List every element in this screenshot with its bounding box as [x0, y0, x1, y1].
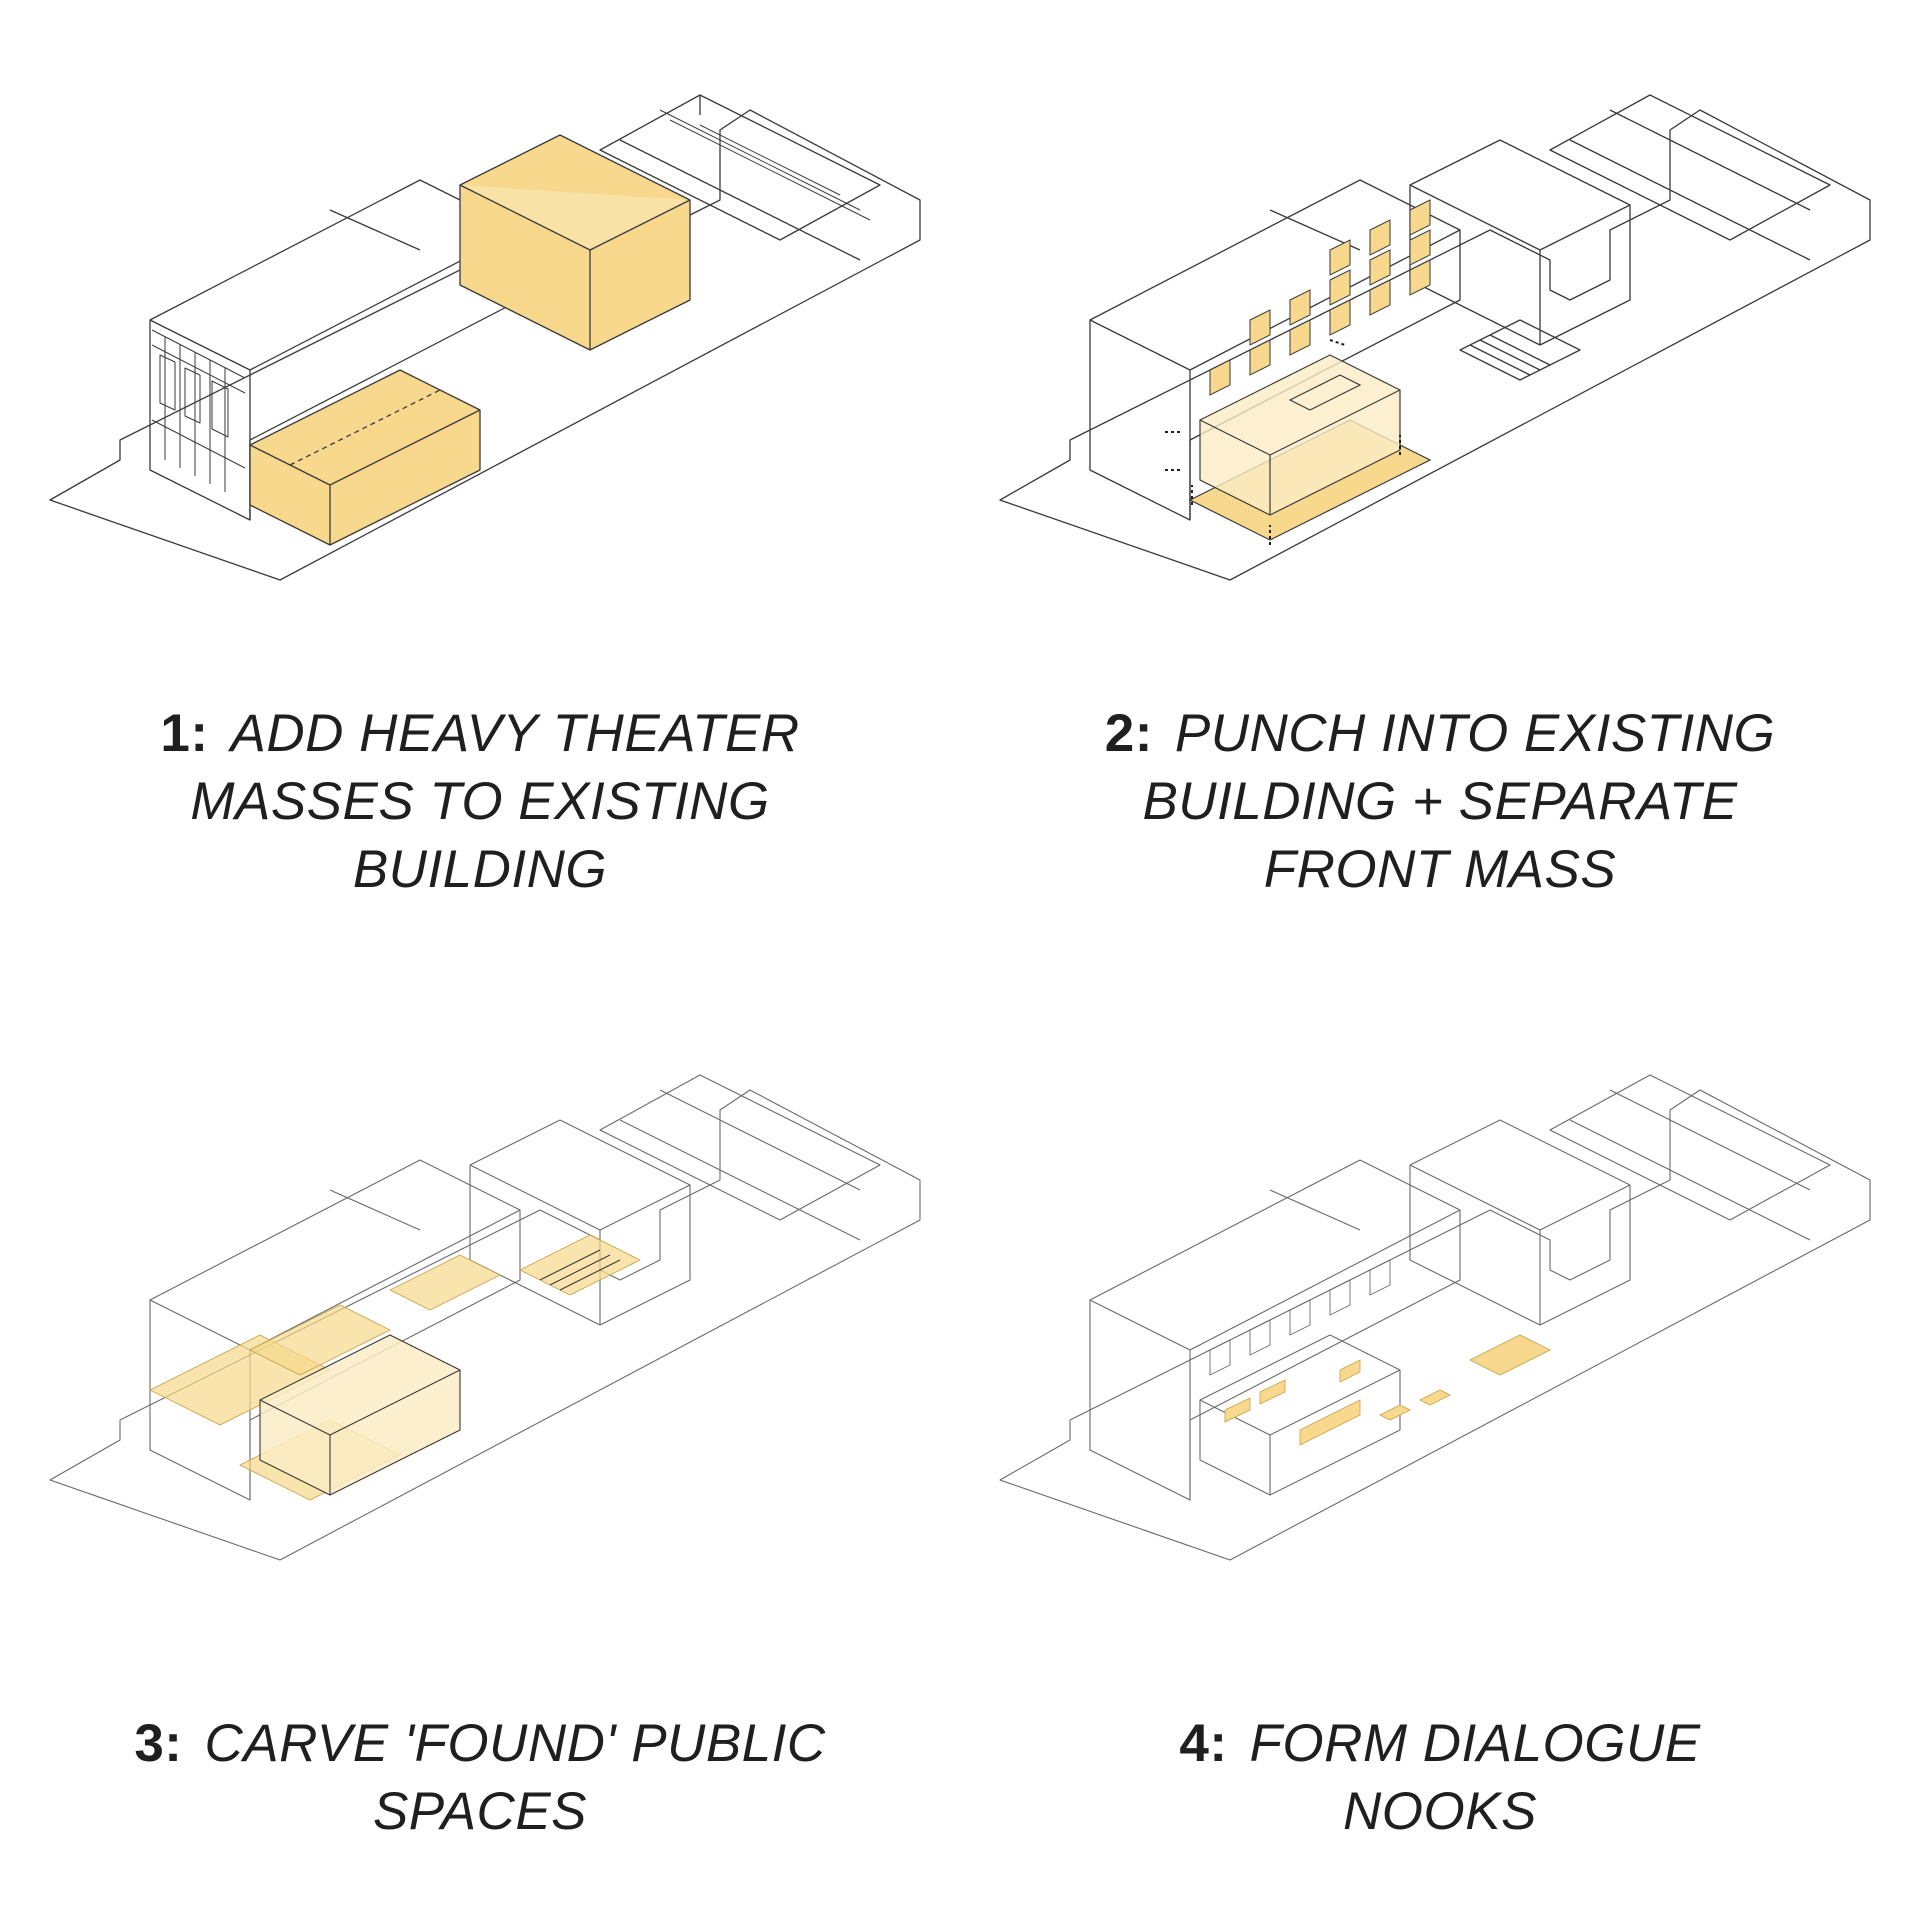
site-outline	[49, 1089, 921, 1561]
caption-line: NOOKS	[1343, 1782, 1537, 1841]
existing-building	[1089, 1159, 1461, 1501]
caption-line: FRONT MASS	[1263, 840, 1617, 899]
caption-text: CARVE 'FOUND' PUBLIC	[204, 1714, 826, 1773]
caption-line: BUILDING + SEPARATE	[1142, 772, 1738, 831]
caption-text: ADD HEAVY THEATER	[230, 704, 800, 763]
caption-text: PUNCH INTO EXISTING	[1174, 704, 1776, 763]
step-1-caption: 1: ADD HEAVY THEATER MASSES TO EXISTING B…	[0, 700, 960, 904]
site-outline	[999, 109, 1871, 581]
caption-line: MASSES TO EXISTING	[190, 772, 770, 831]
step-number: 3:	[134, 1714, 183, 1773]
step-3-panel: 3: CARVE 'FOUND' PUBLIC SPACES	[0, 960, 960, 1920]
front-theater-mass	[249, 369, 481, 546]
step-3-caption: 3: CARVE 'FOUND' PUBLIC SPACES	[0, 1710, 960, 1846]
front-mass	[259, 1334, 461, 1496]
step-number: 1:	[160, 704, 209, 763]
front-mass	[1199, 354, 1401, 516]
existing-building	[149, 179, 521, 521]
caption-line: SPACES	[372, 1782, 588, 1841]
step-4-caption: 4: FORM DIALOGUE NOOKS	[960, 1710, 1920, 1846]
step-number: 4:	[1179, 1714, 1228, 1773]
neighbor-building	[1549, 1074, 1831, 1241]
caption-text: FORM DIALOGUE	[1249, 1714, 1701, 1773]
caption-line: 1: ADD HEAVY THEATER	[0, 700, 960, 768]
caption-line: 4: FORM DIALOGUE	[960, 1710, 1920, 1778]
step-4-panel: 4: FORM DIALOGUE NOOKS	[960, 960, 1920, 1920]
step-1-axonometric-drawing	[49, 94, 921, 581]
step-2-caption: 2: PUNCH INTO EXISTING BUILDING + SEPARAT…	[960, 700, 1920, 904]
step-1-panel: 1: ADD HEAVY THEATER MASSES TO EXISTING B…	[0, 0, 960, 960]
dialogue-nooks	[1224, 1334, 1551, 1446]
caption-line: BUILDING	[352, 840, 608, 899]
punched-openings	[1209, 199, 1431, 396]
movement-arrows	[1165, 339, 1401, 545]
neighbor-building	[1549, 94, 1831, 261]
caption-line: 2: PUNCH INTO EXISTING	[960, 700, 1920, 768]
step-3-axonometric-drawing	[49, 1074, 921, 1561]
step-number: 2:	[1104, 704, 1153, 763]
neighbor-building	[599, 1074, 881, 1241]
site-outline	[999, 1089, 1871, 1561]
caption-line: 3: CARVE 'FOUND' PUBLIC	[0, 1710, 960, 1778]
step-2-panel: 2: PUNCH INTO EXISTING BUILDING + SEPARAT…	[960, 0, 1920, 960]
step-2-axonometric-drawing	[999, 94, 1871, 581]
step-4-axonometric-drawing	[999, 1074, 1871, 1561]
